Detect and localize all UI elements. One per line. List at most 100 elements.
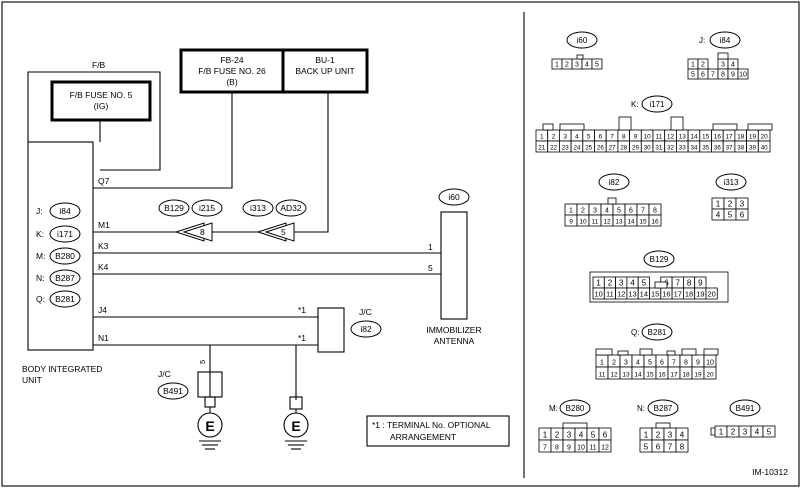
conn-i313-top-pin: 3 (740, 199, 745, 208)
conn-i313-bottom-cell (735, 208, 749, 221)
conn-b281-bottom-cell (703, 366, 717, 380)
conn-i171-bubble-text: i171 (649, 100, 665, 109)
conn-b287-bubble-text: B287 (654, 404, 673, 413)
bcm-label: BODY INTEGRATED (22, 364, 102, 374)
conn-b491-pin: 4 (755, 427, 760, 436)
conn-i171-bottom-pin: 22 (550, 144, 557, 151)
conn-i60-cell (591, 58, 603, 70)
chevron-5-num: 5 (281, 227, 286, 237)
conn-b129-top-pin: 3 (619, 278, 624, 287)
conn-i171-bottom-pin: 30 (644, 144, 651, 151)
ground-stub-1 (204, 396, 216, 408)
conn-b129-top-pin: 9 (698, 278, 703, 287)
conn-i171-top-pin: 1 (540, 133, 544, 140)
conn-i82-top-pin: 8 (653, 207, 657, 214)
conn-i171-prefix: K: (631, 100, 639, 109)
conn-i171-lock-5 (747, 123, 773, 131)
bubble-b280 (49, 247, 81, 265)
conn-b129-bottom-pin: 10 (594, 289, 602, 298)
conn-i171-bottom-pin: 29 (632, 144, 639, 151)
conn-b281-prefix: Q: (631, 328, 639, 337)
conn-b287-bubble (647, 399, 679, 417)
note-box (366, 415, 510, 447)
conn-i82-bottom-pin: 12 (603, 218, 611, 225)
conn-b280-bottom-pin: 10 (577, 444, 585, 451)
conn-i171-bottom-cell (757, 140, 771, 153)
conn-i313-top-pin: 1 (716, 199, 721, 208)
conn-b280-bottom-pin: 9 (567, 444, 571, 451)
wire-q7-label: Q7 (98, 176, 110, 186)
conn-b281-lock-5 (703, 348, 719, 356)
conn-i171-bottom-pin: 36 (714, 144, 721, 151)
conn-b287-top-pin: 3 (668, 430, 673, 439)
conn-i82-top-pin: 4 (605, 207, 609, 214)
conn-i82-key (607, 197, 617, 205)
conn-b281-bottom-pin: 17 (670, 371, 678, 378)
bubble-i313 (242, 199, 274, 217)
conn-j-prefix: J: (36, 206, 43, 216)
conn-n-prefix: N: (36, 273, 45, 283)
conn-b280-bottom-pin: 8 (555, 444, 559, 451)
conn-i171-lock-0 (559, 123, 585, 131)
bubble-b281 (49, 290, 81, 308)
conn-i171-bottom-pin: 40 (761, 144, 768, 151)
conn-i171-top-pin: 18 (737, 133, 745, 140)
conn-i313-bottom-pin: 6 (740, 210, 745, 219)
conn-i171-top-pin: 4 (575, 133, 579, 140)
conn-b281-bottom-pin: 14 (634, 371, 642, 378)
conn-b281-top-pin: 1 (600, 359, 604, 366)
conn-b281-lock-4 (681, 348, 697, 356)
conn-b491-cell (762, 425, 776, 438)
pin-5-label: 5 (428, 263, 433, 273)
bu1-unit-label: BACK UP UNIT (295, 66, 354, 76)
conn-i171-bottom-pin: 32 (667, 144, 674, 151)
conn-i82-bottom-pin: 10 (579, 218, 587, 225)
conn-i82-bottom-pin: 14 (627, 218, 635, 225)
conn-b280-bottom-pin: 7 (543, 444, 547, 451)
conn-b281-bottom-pin: 13 (622, 371, 630, 378)
conn-b281-top-pin: 2 (612, 359, 616, 366)
conn-b287-top-pin: 1 (644, 430, 649, 439)
conn-i82-top-pin: 5 (617, 207, 621, 214)
conn-b129-bottom-pin: 19 (696, 289, 704, 298)
ground-2-letter: E (291, 418, 300, 434)
conn-i171-top-pin: 7 (610, 133, 614, 140)
jc-i82-box (317, 307, 345, 353)
conn-i60-pin: 2 (565, 61, 569, 68)
bu1-label: BU-1 (315, 55, 335, 65)
bubble-b287 (49, 269, 81, 287)
fuse5-label: F/B FUSE NO. 5 (70, 90, 133, 100)
wire-k4-label: K4 (98, 262, 109, 272)
conn-i84-bottom-pin: 8 (721, 71, 725, 78)
conn-i82-bubble (598, 173, 630, 191)
conn-b129-bottom-pin: 18 (685, 289, 693, 298)
conn-m-prefix: M: (36, 251, 45, 261)
wire-m1-label: M1 (98, 220, 110, 230)
conn-i82-bottom-pin: 13 (615, 218, 623, 225)
antenna-label: IMMOBILIZER (426, 325, 481, 335)
conn-i171-top-pin: 20 (761, 133, 769, 140)
conn-b281-top-pin: 8 (684, 359, 688, 366)
conn-b129-bottom-pin: 14 (640, 289, 648, 298)
bubble-i215-text: i215 (199, 203, 215, 213)
conn-i171-top-pin: 12 (667, 133, 675, 140)
conn-i60-pin: 5 (595, 61, 599, 68)
conn-i171-top-pin: 15 (702, 133, 710, 140)
conn-b129-bottom-pin: 15 (651, 289, 659, 298)
conn-b129-bottom-pin: 16 (662, 289, 670, 298)
conn-b491-pin: 3 (743, 427, 748, 436)
conn-i313-top-pin: 2 (728, 199, 733, 208)
conn-i84-bottom-pin: 5 (691, 71, 695, 78)
fb24-bu1-box (179, 48, 369, 94)
conn-b280-top-pin: 5 (591, 430, 596, 439)
wire-m1-c (292, 92, 329, 233)
antenna-label-2: ANTENNA (434, 336, 475, 346)
bubble-b281-text: B281 (55, 294, 75, 304)
bubble-i171-text: i171 (57, 229, 73, 239)
conn-i84-bubble (709, 31, 741, 49)
conn-i171-top-pin: 16 (714, 133, 722, 140)
conn-b287-key (655, 422, 671, 429)
jc-b491-label: J/C (158, 369, 171, 379)
conn-b491-key (710, 427, 716, 436)
